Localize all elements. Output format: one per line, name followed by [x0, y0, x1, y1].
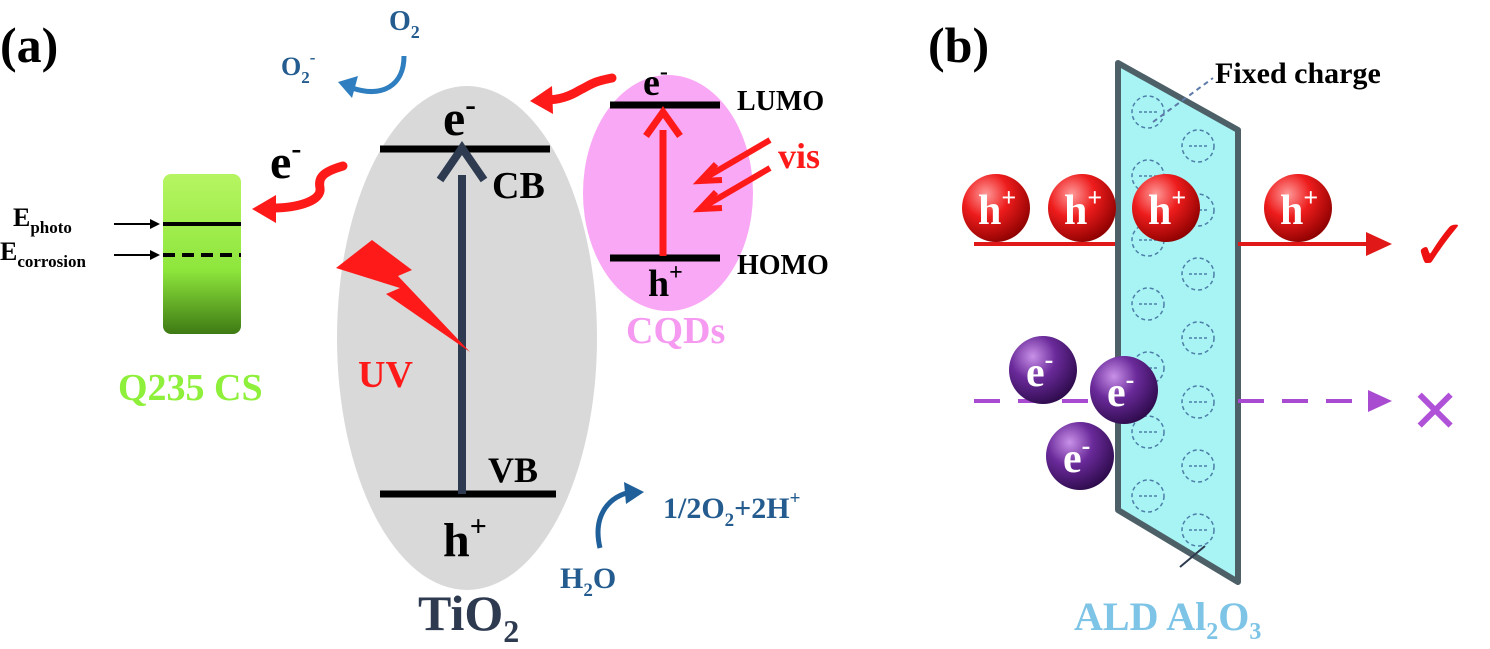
tio2-ellipse: [337, 86, 597, 590]
tio2-to-steel-transfer-arrow: [267, 161, 348, 213]
fixed-charge-circle: [1131, 415, 1165, 449]
svg-text:h+: h+: [1064, 183, 1102, 234]
homo-label: HOMO: [737, 250, 829, 281]
oxygen-label: O2: [389, 6, 420, 42]
electron-particle: e-: [1009, 336, 1077, 404]
hole-particle: h+: [962, 174, 1030, 242]
tio2-electron-label: e-: [443, 86, 476, 146]
tio2-hole-label: h+: [443, 510, 487, 567]
hole-particle: h+: [1132, 174, 1200, 242]
fixed-charge-circle: [1131, 95, 1165, 129]
cqd-to-tio2-arrowhead: [530, 86, 553, 114]
ald-al2o3-label: ALD Al2O3: [1074, 594, 1261, 645]
water-oxidation-product-label: 1/2O2+2H+: [663, 488, 800, 531]
lumo-label: LUMO: [737, 86, 824, 117]
oxygen-reduction-arrowhead: [338, 76, 358, 98]
fixed-charge-circle: [1181, 129, 1215, 163]
cqd-to-tio2-transfer-arrow: [540, 73, 617, 105]
fixed-charge-circle: [1181, 449, 1215, 483]
cqds-label: CQDs: [626, 310, 725, 352]
panel-b-label: (b): [928, 17, 989, 73]
fixed-charge-circle: [1181, 321, 1215, 355]
electron-particles: e- e- e-: [1009, 336, 1158, 490]
fixed-charge-pointer: [1152, 77, 1214, 123]
tio2-label: TiO2: [418, 585, 519, 649]
e-photo-label: Ephoto: [13, 203, 72, 237]
water-oxidation-arrowhead: [624, 482, 644, 504]
vis-arrows-icon: [692, 137, 772, 213]
cqd-electron-label: e-: [643, 59, 668, 104]
uv-label: UV: [358, 354, 413, 396]
fixed-charge-circle: [1181, 385, 1215, 419]
svg-text:h+: h+: [978, 183, 1016, 234]
panel-a-label: (a): [0, 17, 58, 73]
panel-b: (b) Fixed charge h+ h+ h: [928, 17, 1470, 645]
electron-block-arrowhead: [1368, 390, 1392, 412]
ald-al2o3-layer: [1115, 60, 1241, 585]
cross-icon: ✕: [1410, 377, 1460, 447]
electron-particle: e-: [1046, 422, 1114, 490]
fixed-charge-label: Fixed charge: [1215, 57, 1381, 90]
svg-text:e-: e-: [1063, 431, 1090, 482]
cb-label: CB: [492, 165, 545, 207]
fixed-charge-circle: [1131, 479, 1165, 513]
svg-text:e-: e-: [1026, 345, 1053, 396]
oxygen-reduction-arrow: [351, 55, 407, 94]
tio2-to-steel-arrowhead: [252, 195, 276, 223]
svg-text:h+: h+: [1148, 183, 1186, 234]
fixed-charge-circles: [1131, 95, 1215, 547]
tio2-excitation-arrowhead: [436, 140, 488, 183]
hole-particles: h+ h+ h+ h+: [962, 174, 1332, 242]
vis-label: vis: [778, 136, 820, 176]
cqd-excitation-arrowhead: [643, 105, 683, 139]
uv-lightning-icon: [336, 240, 470, 352]
hole-particle: h+: [1264, 174, 1332, 242]
steel-electron-label: e-: [270, 132, 301, 189]
ald-pointer: [1179, 545, 1206, 568]
vb-label: VB: [488, 450, 538, 490]
fixed-charge-circle: [1181, 257, 1215, 291]
hole-particle: h+: [1048, 174, 1116, 242]
q235-label: Q235 CS: [118, 367, 263, 409]
svg-text:e-: e-: [1107, 365, 1134, 416]
cqd-hole-label: h+: [648, 260, 683, 305]
water-label: H2O: [560, 562, 616, 601]
fixed-charge-circle: [1131, 287, 1165, 321]
fixed-charge-circle: [1181, 513, 1215, 547]
hole-transport-arrowhead: [1366, 232, 1392, 256]
svg-text:h+: h+: [1280, 183, 1318, 234]
cqd-ellipse: [583, 75, 753, 311]
e-corrosion-label: Ecorrosion: [0, 237, 87, 271]
superoxide-label: O2-: [281, 48, 316, 87]
electron-particle: e-: [1090, 356, 1158, 424]
check-icon: ✓: [1410, 203, 1470, 287]
panel-a: (a): [0, 6, 829, 649]
